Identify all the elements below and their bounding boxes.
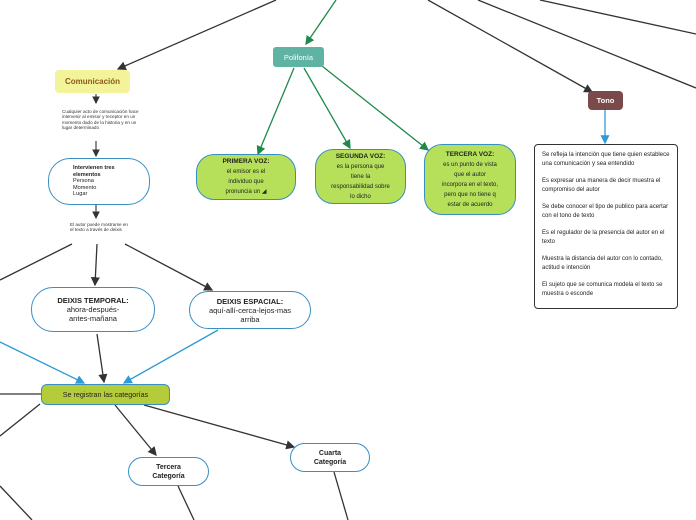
connector <box>303 67 351 150</box>
connector <box>321 65 430 151</box>
primera-voz-title: PRIMERA VOZ: <box>222 158 270 165</box>
polifonia-node[interactable]: Polifonía <box>273 47 324 67</box>
deixis-temporal-text: ahora-después-antes-mañana <box>66 305 120 323</box>
deixis-espacial-text: aquí-allí-cerca-lejos-mas arriba <box>208 305 292 324</box>
tono-item: Es el regulador de la presencia del auto… <box>542 230 665 245</box>
intervienen-item: Momento <box>73 184 97 191</box>
tercera-categoria-node[interactable]: Tercera Categoría <box>128 457 209 486</box>
segunda-voz-text: es la persona que tiene la responsabilid… <box>331 163 390 200</box>
primera-voz-node[interactable]: PRIMERA VOZ: el emisor es el individuo q… <box>196 154 296 200</box>
connector <box>539 0 696 35</box>
tono-item: Muestra la distancia del autor con lo co… <box>542 256 663 271</box>
connector <box>0 485 33 520</box>
segunda-voz-title: SEGUNDA VOZ: <box>335 152 386 160</box>
connector <box>256 67 295 156</box>
comunicacion-definition: Cualquier acto de comunicación hace inte… <box>62 109 139 131</box>
corner-arrow-icon: ◢ <box>261 189 267 195</box>
connector <box>0 403 41 437</box>
connector <box>333 471 349 520</box>
categorias-node[interactable]: Se registran las categorías <box>41 384 170 405</box>
deixis-espacial-title: DEIXIS ESPACIAL: <box>216 296 284 306</box>
tercera-voz-text: es un punto de vista que el autor incorp… <box>441 161 499 208</box>
connector <box>0 341 86 384</box>
connector <box>114 404 157 457</box>
deixis-temporal-node[interactable]: DEIXIS TEMPORAL: ahora-después-antes-mañ… <box>31 287 155 332</box>
connector <box>143 404 296 450</box>
tercera-voz-node[interactable]: TERCERA VOZ: es un punto de vista que el… <box>424 144 516 215</box>
segunda-voz-node[interactable]: SEGUNDA VOZ: es la persona que tiene la … <box>315 149 406 204</box>
tono-details-box: Se refleja la intención que tiene quien … <box>534 144 678 309</box>
autor-deixis-note: El autor puede mostrarse en el texto a t… <box>70 222 128 233</box>
intervienen-item: Lugar <box>73 191 88 198</box>
intervienen-node[interactable]: Intervienen tres elementos Persona Momen… <box>48 158 150 205</box>
connector <box>96 333 108 384</box>
comunicacion-node[interactable]: Comunicación <box>55 70 130 93</box>
tono-node[interactable]: Tono <box>588 91 623 110</box>
tono-item: El sujeto que se comunica modela el text… <box>542 282 663 297</box>
tercera-voz-title: TERCERA VOZ: <box>445 150 495 158</box>
deixis-espacial-node[interactable]: DEIXIS ESPACIAL: aquí-allí-cerca-lejos-m… <box>189 291 311 329</box>
tono-item: Se refleja la intención que tiene quien … <box>542 152 670 167</box>
primera-voz-text: el emisor es el individuo que pronuncia … <box>225 169 267 195</box>
connector <box>477 0 696 89</box>
connector <box>124 243 214 291</box>
connector <box>427 0 594 93</box>
intervienen-item: Persona <box>73 178 94 185</box>
tono-item: Es expresar una manera de decir muestra … <box>542 178 661 193</box>
tercera-categoria-label: Tercera Categoría <box>152 463 185 480</box>
connector <box>122 329 219 384</box>
connector <box>90 243 100 287</box>
connector <box>116 0 277 71</box>
intervienen-title: Intervienen tres elementos <box>73 165 115 178</box>
connector <box>0 243 73 281</box>
cuarta-categoria-node[interactable]: Cuarta Categoría <box>290 443 370 472</box>
connector <box>305 0 337 46</box>
connector <box>177 485 195 520</box>
tono-item: Se debe conocer el tipo de publico para … <box>542 204 669 219</box>
deixis-temporal-title: DEIXIS TEMPORAL: <box>57 296 129 305</box>
cuarta-categoria-label: Cuarta Categoría <box>313 449 347 466</box>
